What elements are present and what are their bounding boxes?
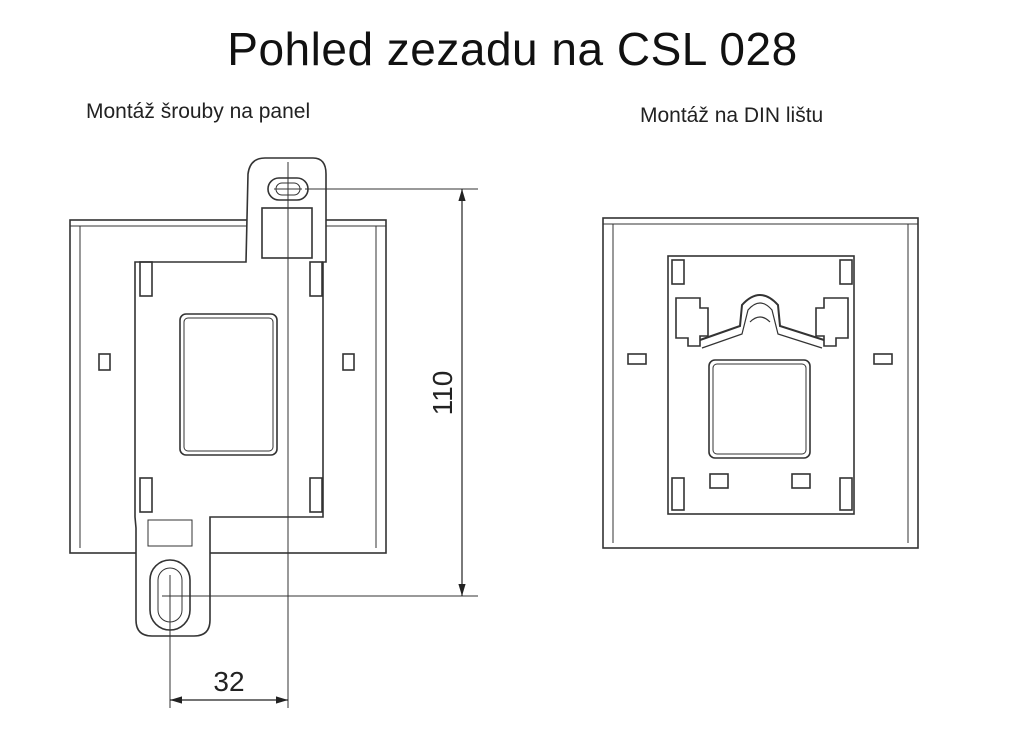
dimension-height: 110 (427, 189, 466, 596)
din-outer-frame (602, 217, 919, 549)
din-clip-spring (675, 297, 709, 347)
din-side-slot-right (873, 353, 893, 365)
din-side-slot-left (627, 353, 647, 365)
central-window (179, 313, 278, 456)
dimension-height-label: 110 (427, 371, 458, 416)
din-mount-view (602, 217, 919, 549)
dimension-offset: 32 (170, 666, 288, 704)
caption-panel-mount: Montáž šrouby na panel (86, 100, 311, 123)
mounting-bracket (134, 157, 327, 637)
din-bracket (667, 255, 855, 515)
centerlines (162, 162, 478, 708)
side-slot-right (342, 353, 355, 371)
panel-mount-view (69, 157, 387, 637)
top-tab (261, 207, 313, 259)
caption-din-mount: Montáž na DIN lištu (640, 104, 824, 127)
outer-frame (69, 219, 387, 554)
dimension-offset-label: 32 (213, 666, 244, 697)
din-central-window (708, 359, 811, 459)
side-slot-left (98, 353, 111, 371)
page-title: Pohled zezadu na CSL 028 (227, 23, 798, 75)
